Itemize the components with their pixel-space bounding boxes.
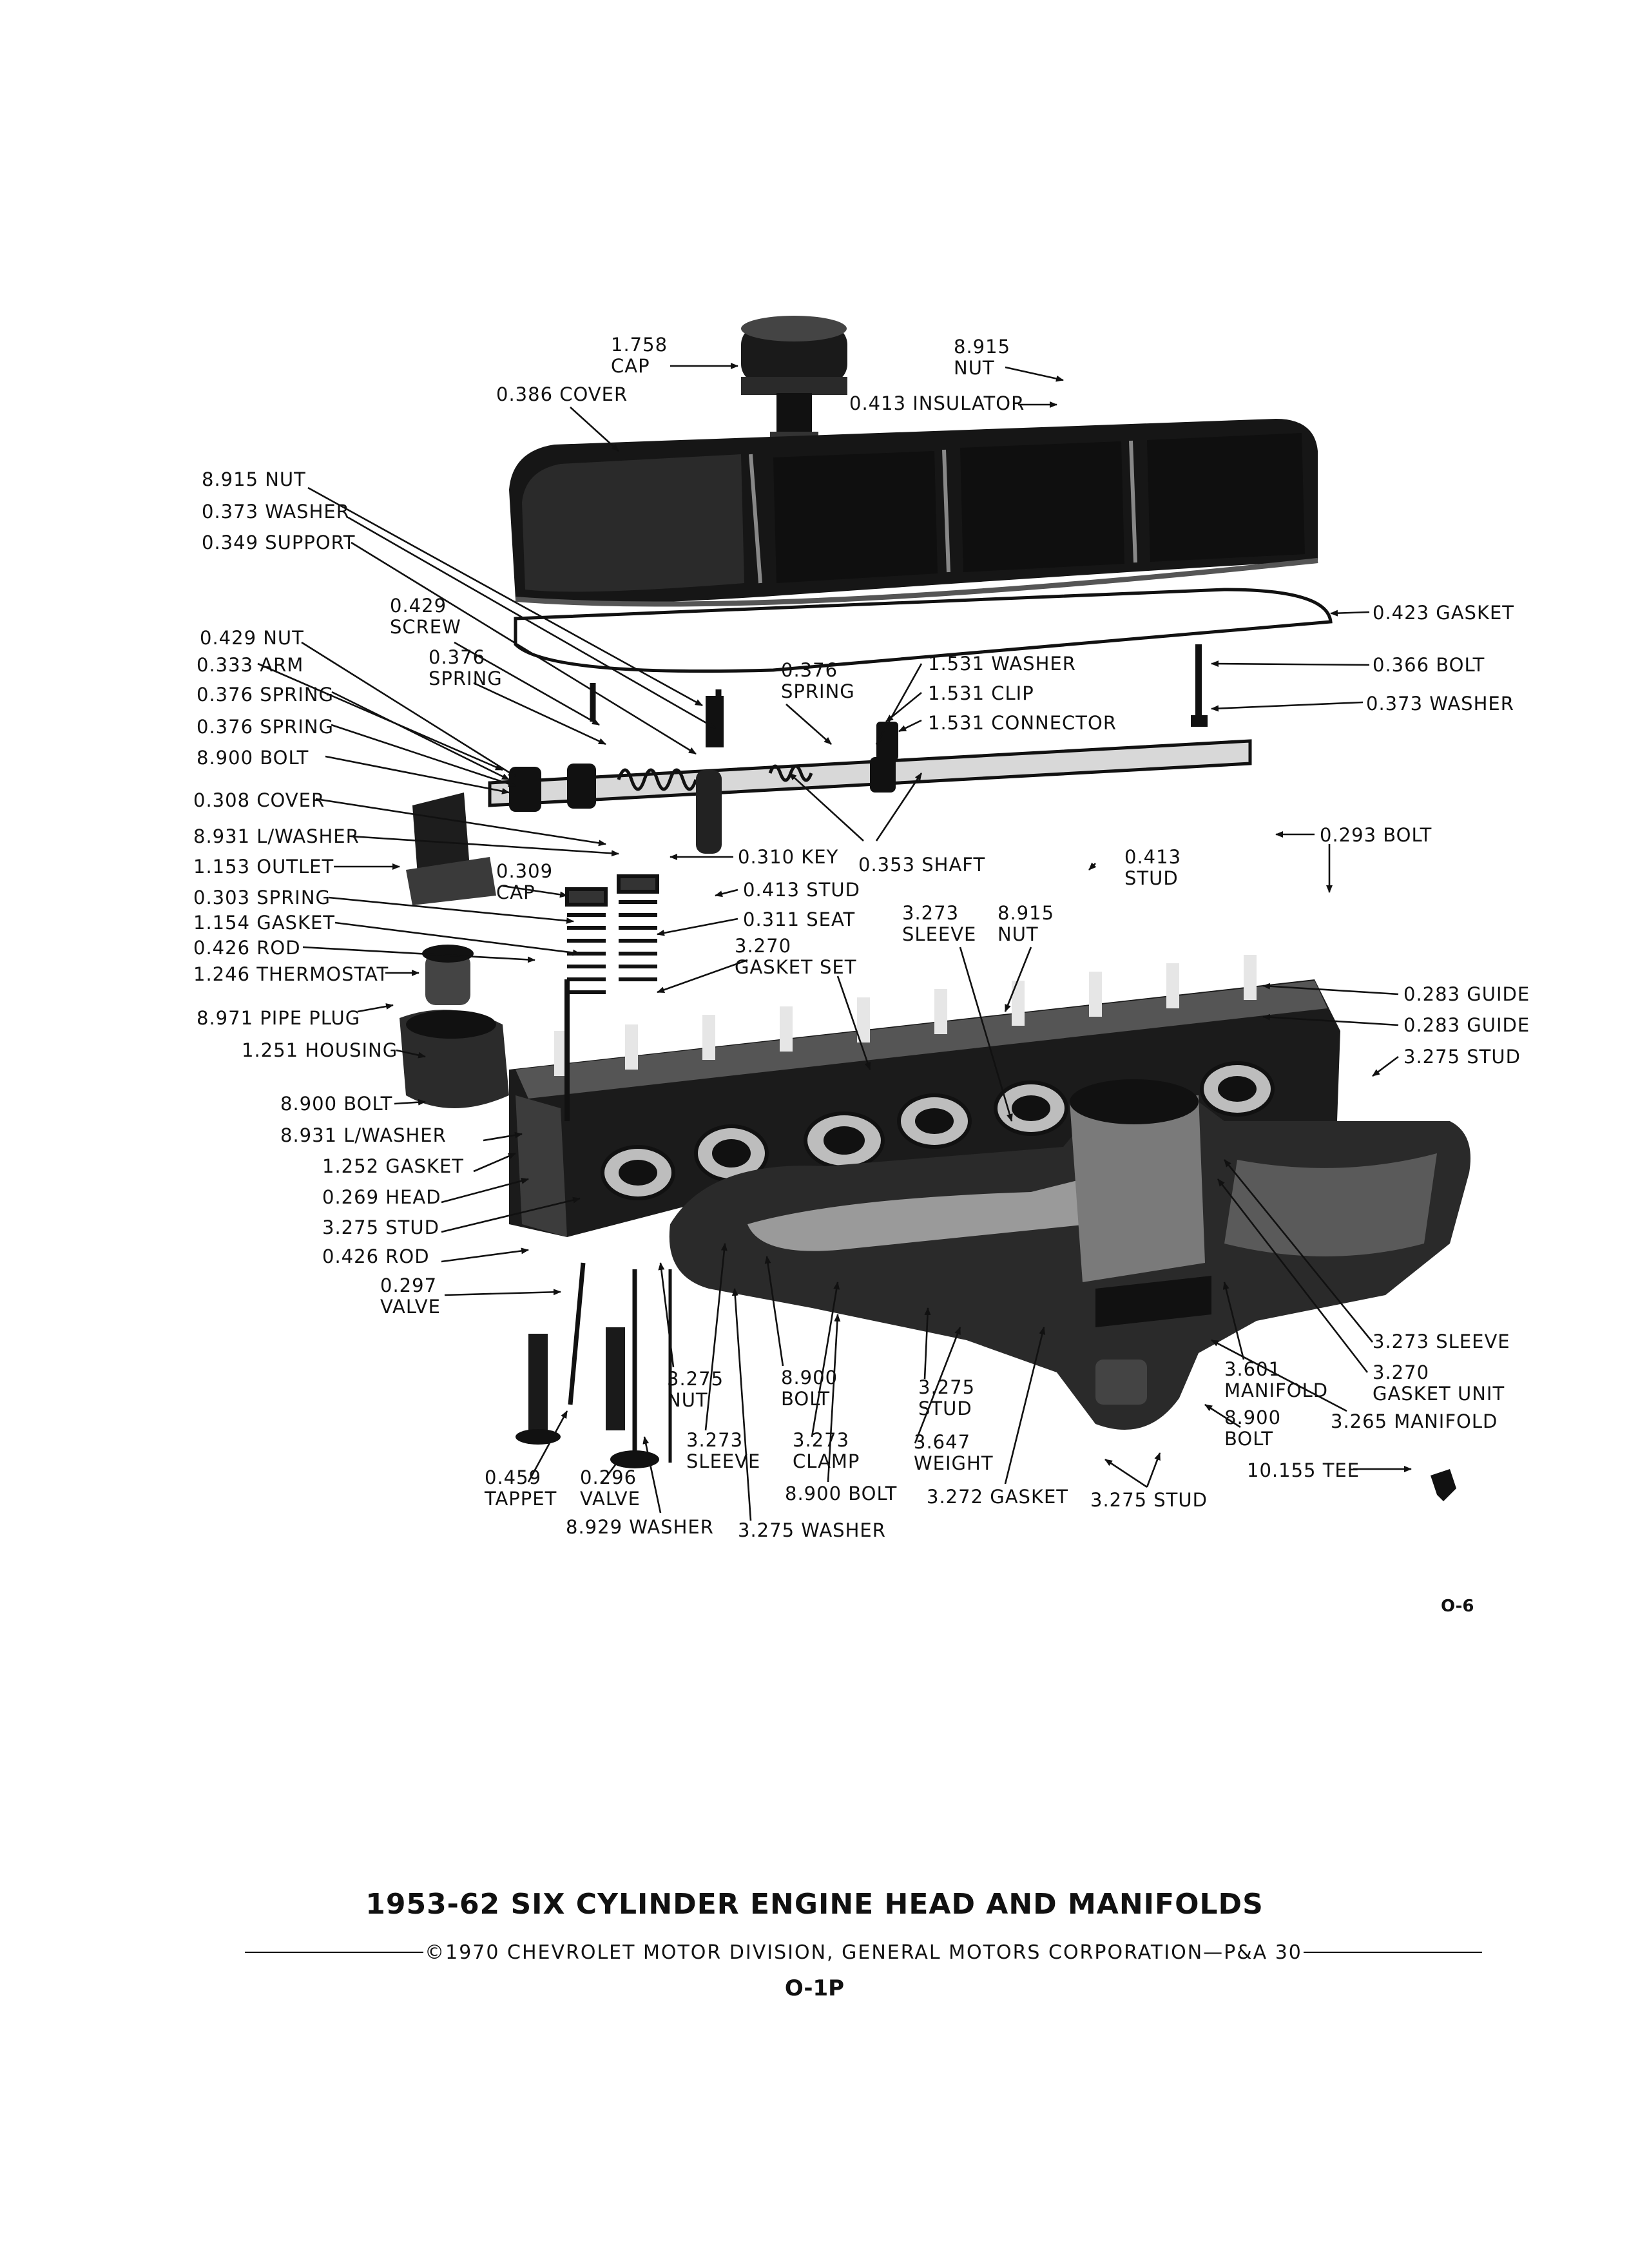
callout-0-413-stud-center: 0.413 STUD bbox=[743, 879, 860, 901]
callout-8-931-l-washer-lower: 8.931 L/WASHER bbox=[280, 1124, 447, 1146]
manifold-drawing bbox=[669, 1079, 1470, 1430]
callout-0-366-bolt: 0.366 BOLT bbox=[1373, 654, 1485, 676]
callout-3-275-stud-left: 3.275 STUD bbox=[322, 1216, 439, 1238]
callout-0-429-nut: 0.429 NUT bbox=[200, 627, 304, 649]
callout-0-353-shaft: 0.353 SHAFT bbox=[858, 854, 985, 876]
figure-reference: O-6 bbox=[1441, 1597, 1474, 1616]
callout-0-426-rod-upper: 0.426 ROD bbox=[193, 937, 301, 959]
callout-0-333-arm: 0.333 ARM bbox=[197, 654, 304, 676]
callout-1-531-connector: 1.531 CONNECTOR bbox=[928, 712, 1117, 734]
callout-0-310-key: 0.310 KEY bbox=[738, 846, 838, 868]
callout-3-273-sleeve-right: 3.273 SLEEVE bbox=[1373, 1331, 1510, 1352]
callout-0-349-support: 0.349 SUPPORT bbox=[202, 532, 355, 553]
page-title: 1953-62 SIX CYLINDER ENGINE HEAD AND MAN… bbox=[365, 1888, 1264, 1921]
callout-3-275-stud-bottom: 3.275 STUD bbox=[1090, 1489, 1208, 1511]
callout-1-531-clip: 1.531 CLIP bbox=[928, 682, 1034, 704]
tee-fitting-drawing bbox=[1431, 1469, 1456, 1501]
callout-1-531-washer: 1.531 WASHER bbox=[928, 653, 1076, 675]
callout-0-269-head: 0.269 HEAD bbox=[322, 1186, 441, 1208]
callout-3-272-gasket: 3.272 GASKET bbox=[927, 1486, 1068, 1508]
callout-0-308-cover: 0.308 COVER bbox=[193, 789, 325, 811]
cover-gasket-drawing bbox=[514, 588, 1333, 673]
valve-cover-drawing bbox=[509, 419, 1318, 607]
callout-3-265-manifold: 3.265 MANIFOLD bbox=[1331, 1410, 1498, 1432]
engine-illustration bbox=[400, 316, 1470, 1501]
rule-right bbox=[1303, 1952, 1482, 1953]
callout-1-246-thermostat: 1.246 THERMOSTAT bbox=[193, 963, 389, 985]
callout-8-900-bolt-lower-b: 8.900 BOLT bbox=[785, 1483, 897, 1504]
callout-1-153-outlet: 1.153 OUTLET bbox=[193, 856, 334, 878]
callout-8-929-washer: 8.929 WASHER bbox=[566, 1516, 714, 1538]
callout-0-423-gasket: 0.423 GASKET bbox=[1373, 602, 1514, 624]
callout-0-303-spring: 0.303 SPRING bbox=[193, 887, 331, 908]
callout-0-413-insulator: 0.413 INSULATOR bbox=[849, 392, 1025, 414]
callout-3-275-washer: 3.275 WASHER bbox=[738, 1519, 886, 1541]
callout-0-376-spring-c: 0.376 SPRING bbox=[197, 716, 334, 738]
callout-8-915-nut-left: 8.915 NUT bbox=[202, 468, 306, 490]
callout-0-426-rod-lower: 0.426 ROD bbox=[322, 1245, 430, 1267]
callout-8-900-bolt-upper: 8.900 BOLT bbox=[197, 747, 309, 769]
rule-left bbox=[245, 1952, 424, 1953]
valve-springs-drawing bbox=[565, 874, 659, 994]
copyright-text: ©1970 CHEVROLET MOTOR DIVISION, GENERAL … bbox=[425, 1941, 1302, 1964]
callout-0-293-bolt: 0.293 BOLT bbox=[1320, 824, 1432, 846]
leader-lines bbox=[257, 363, 1412, 1521]
callout-0-311-seat: 0.311 SEAT bbox=[743, 908, 855, 930]
callout-1-252-gasket: 1.252 GASKET bbox=[322, 1155, 464, 1177]
copyright-line: ©1970 CHEVROLET MOTOR DIVISION, GENERAL … bbox=[245, 1939, 1482, 1965]
callout-0-283-guide-b: 0.283 GUIDE bbox=[1403, 1014, 1530, 1036]
callout-3-275-stud-right: 3.275 STUD bbox=[1403, 1046, 1521, 1068]
breather-cap-drawing bbox=[741, 316, 847, 445]
rocker-shaft-drawing bbox=[488, 696, 1252, 854]
callout-0-386-cover: 0.386 COVER bbox=[496, 383, 628, 405]
callout-8-971-pipe-plug: 8.971 PIPE PLUG bbox=[197, 1007, 360, 1029]
callout-8-931-l-washer-upper: 8.931 L/WASHER bbox=[193, 825, 360, 847]
callout-0-283-guide-a: 0.283 GUIDE bbox=[1403, 983, 1530, 1005]
callout-0-373-washer-left: 0.373 WASHER bbox=[202, 501, 350, 523]
callout-1-251-housing: 1.251 HOUSING bbox=[242, 1039, 398, 1061]
callout-1-154-gasket: 1.154 GASKET bbox=[193, 912, 335, 934]
valves-tappets-drawing bbox=[516, 979, 672, 1468]
callout-0-373-washer-right: 0.373 WASHER bbox=[1366, 693, 1514, 715]
callout-0-376-spring-b: 0.376 SPRING bbox=[197, 684, 334, 706]
callout-10-155-tee: 10.155 TEE bbox=[1247, 1459, 1360, 1481]
callout-8-900-bolt-left: 8.900 BOLT bbox=[280, 1093, 392, 1115]
page-code: O-1P bbox=[784, 1975, 845, 2001]
